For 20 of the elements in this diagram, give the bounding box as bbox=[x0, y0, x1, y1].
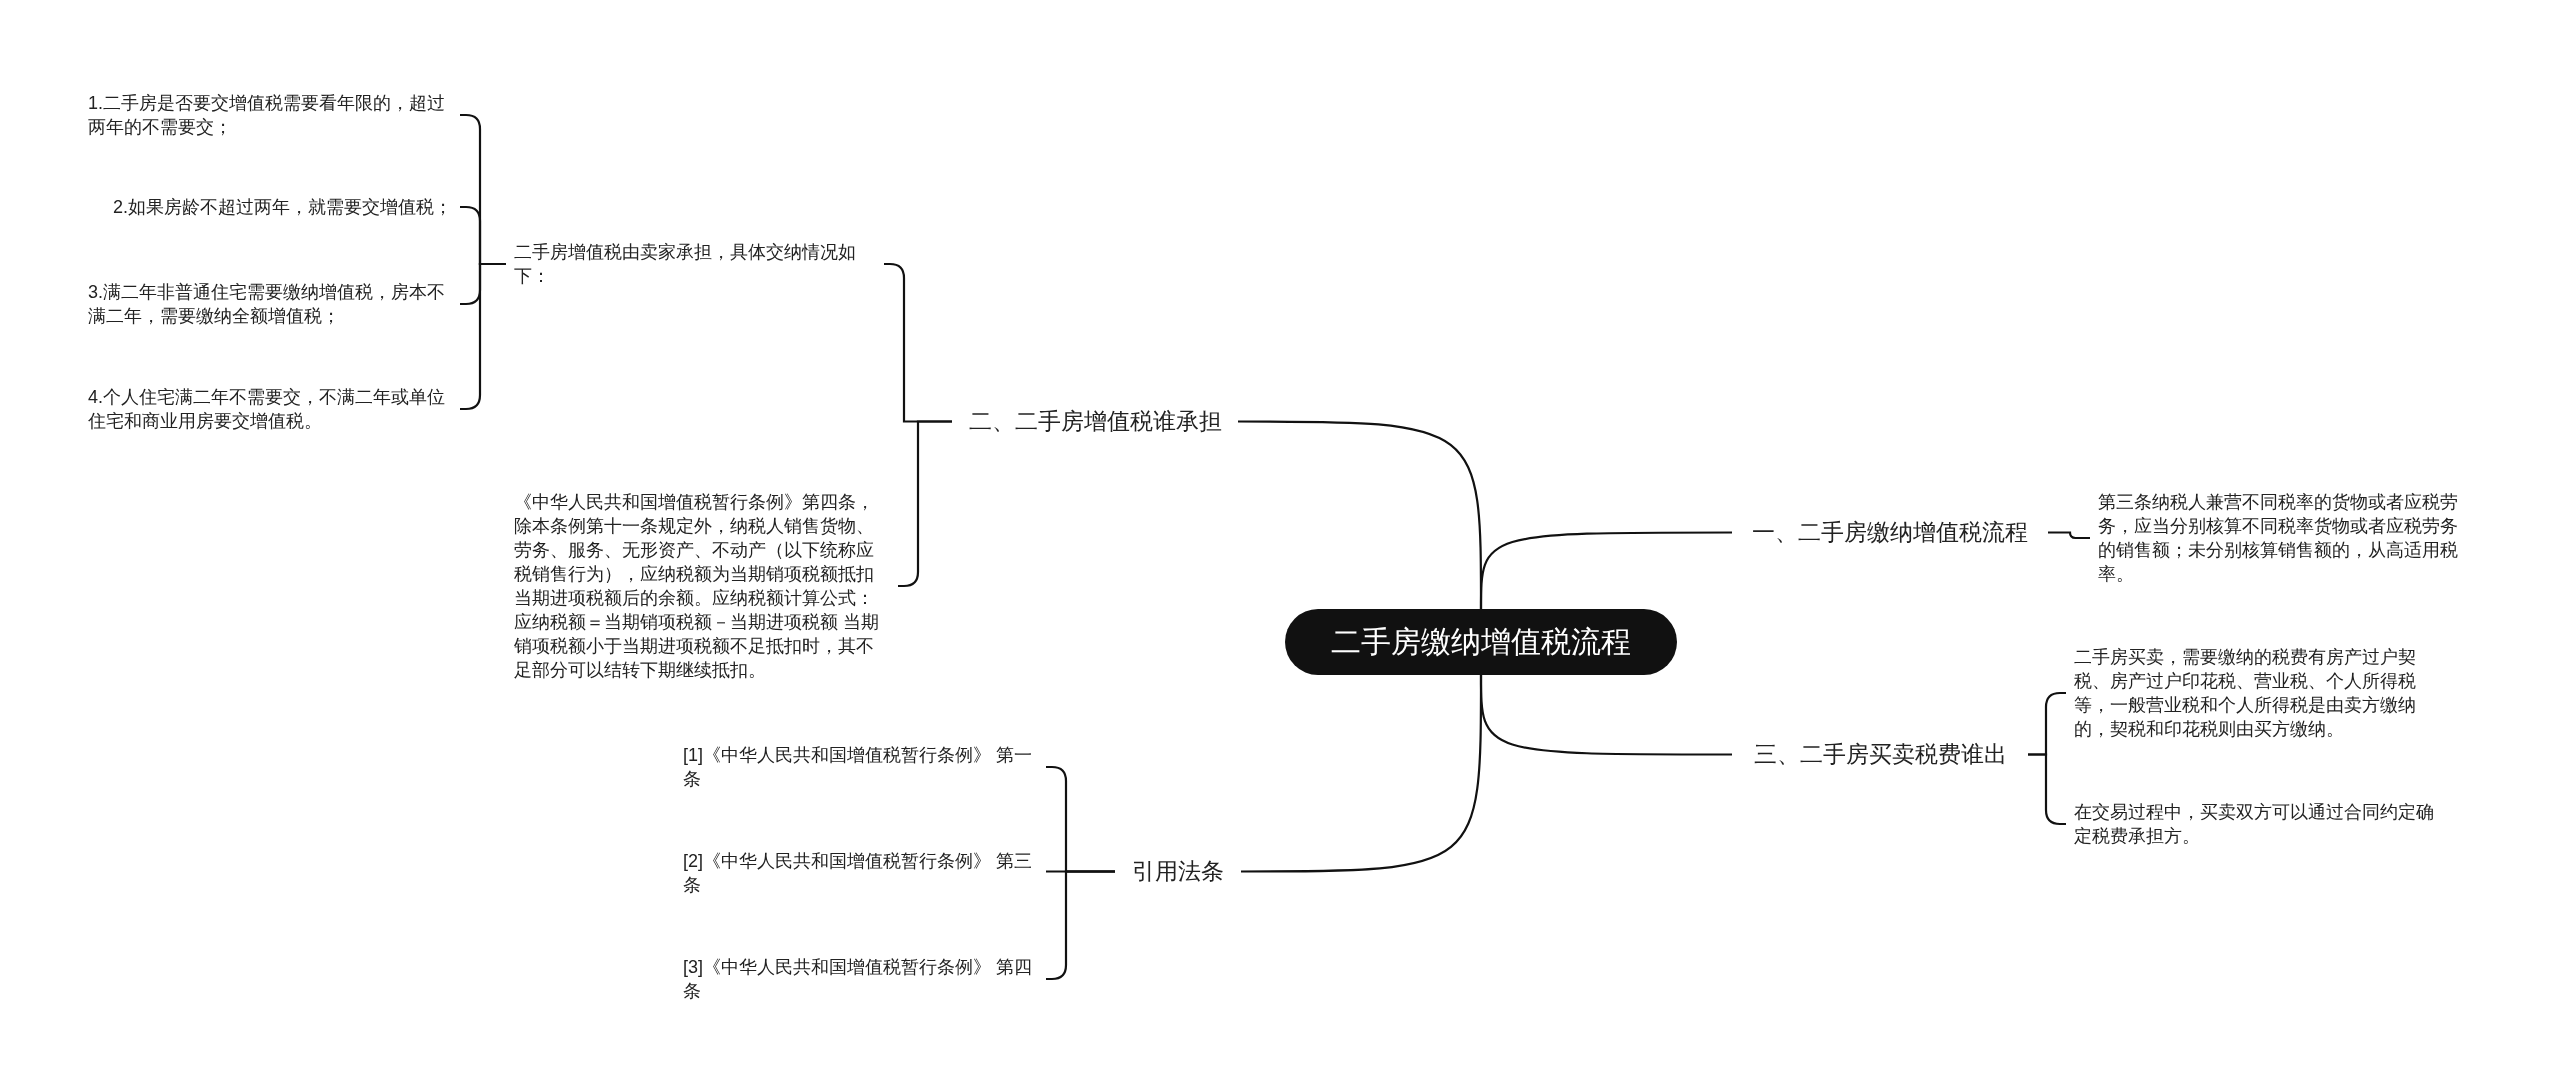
branch-topic: 二、二手房增值税谁承担 bbox=[960, 407, 1230, 436]
note-text: 4.个人住宅满二年不需要交，不满二年或单位住宅和商业用房要交增值税。 bbox=[88, 385, 452, 433]
branch-topic: 引用法条 bbox=[1123, 857, 1233, 886]
branch-topic: 一、二手房缴纳增值税流程 bbox=[1740, 518, 2040, 547]
note-text: [1]《中华人民共和国增值税暂行条例》 第一条 bbox=[683, 743, 1038, 791]
note-text: 《中华人民共和国增值税暂行条例》第四条，除本条例第十一条规定外，纳税人销售货物、劳务、服务、无形资产、不动产（以下统称应税销售行为），应纳税额为当期销项税额抵扣当期进项税额后的余额。应纳税额计算公式：应纳税额＝当期销项税额－当期进项税额 当期销项税额小于当期进项税额不足抵扣时，其不足部分可以结转下期继续抵扣。 bbox=[514, 490, 890, 682]
note-text: 二手房增值税由卖家承担，具体交纳情况如下： bbox=[514, 240, 876, 288]
note-text: 1.二手房是否要交增值税需要看年限的，超过两年的不需要交； bbox=[88, 91, 452, 139]
note-text: [2]《中华人民共和国增值税暂行条例》 第三条 bbox=[683, 849, 1038, 897]
note-text: 第三条纳税人兼营不同税率的货物或者应税劳务，应当分别核算不同税率货物或者应税劳务的销售额；未分别核算销售额的，从高适用税率。 bbox=[2098, 490, 2470, 586]
branch-topic: 三、二手房买卖税费谁出 bbox=[1740, 740, 2020, 769]
note-text: 二手房买卖，需要缴纳的税费有房产过户契税、房产过户印花税、营业税、个人所得税等，一般营业税和个人所得税是由卖方缴纳的，契税和印花税则由买方缴纳。 bbox=[2074, 645, 2444, 741]
note-text: [3]《中华人民共和国增值税暂行条例》 第四条 bbox=[683, 955, 1038, 1003]
note-text: 3.满二年非普通住宅需要缴纳增值税，房本不满二年，需要缴纳全额增值税； bbox=[88, 280, 452, 328]
note-text: 在交易过程中，买卖双方可以通过合同约定确定税费承担方。 bbox=[2074, 800, 2444, 848]
central-topic: 二手房缴纳增值税流程 bbox=[1285, 609, 1677, 675]
connector-line bbox=[2048, 531, 2090, 540]
note-text: 2.如果房龄不超过两年，就需要交增值税； bbox=[88, 195, 452, 219]
connector-line bbox=[1241, 675, 1483, 873]
connector-line bbox=[1238, 420, 1483, 609]
